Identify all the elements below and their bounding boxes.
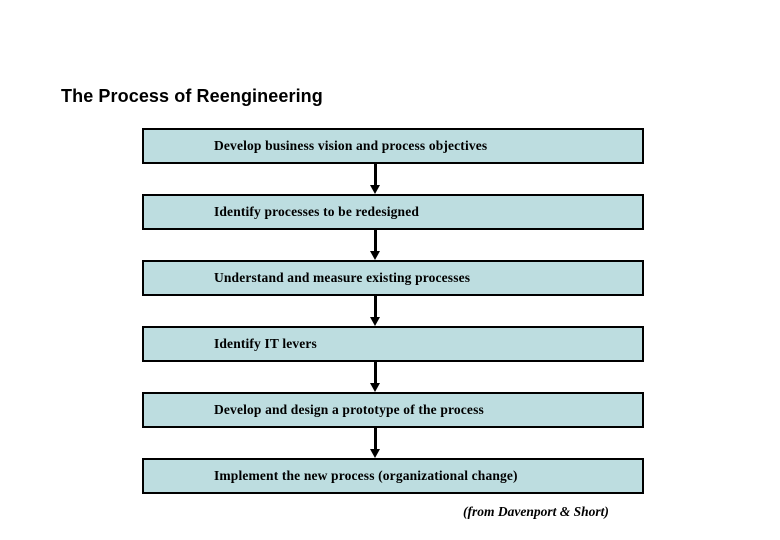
flow-connector-4-to-5 bbox=[370, 362, 381, 392]
down-arrow-icon-stem bbox=[374, 230, 377, 252]
source-attribution: (from Davenport & Short) bbox=[463, 504, 609, 519]
flow-connector-1-to-2 bbox=[370, 164, 381, 194]
flow-step-6-label: Implement the new process (organizationa… bbox=[214, 468, 518, 483]
down-arrow-icon-stem bbox=[374, 296, 377, 318]
flow-step-5: Develop and design a prototype of the pr… bbox=[142, 392, 644, 428]
page-title: The Process of Reengineering bbox=[61, 86, 323, 106]
flow-step-1-label: Develop business vision and process obje… bbox=[214, 138, 488, 153]
down-arrow-icon-stem bbox=[374, 428, 377, 450]
down-arrow-icon-stem bbox=[374, 164, 377, 186]
down-arrow-icon-head bbox=[370, 185, 380, 194]
flow-connector-2-to-3 bbox=[370, 230, 381, 260]
flow-step-3: Understand and measure existing processe… bbox=[142, 260, 644, 296]
flow-step-6: Implement the new process (organizationa… bbox=[142, 458, 644, 494]
reengineering-process-flowchart: Develop business vision and process obje… bbox=[142, 128, 644, 494]
down-arrow-icon-head bbox=[370, 449, 380, 458]
flow-connector-5-to-6 bbox=[370, 428, 381, 458]
down-arrow-icon-head bbox=[370, 317, 380, 326]
down-arrow-icon-head bbox=[370, 251, 380, 260]
flow-step-2: Identify processes to be redesigned bbox=[142, 194, 644, 230]
flow-step-2-label: Identify processes to be redesigned bbox=[214, 204, 419, 219]
flow-step-3-label: Understand and measure existing processe… bbox=[214, 270, 471, 285]
flow-step-4: Identify IT levers bbox=[142, 326, 644, 362]
flow-connector-3-to-4 bbox=[370, 296, 381, 326]
flow-step-5-label: Develop and design a prototype of the pr… bbox=[214, 402, 484, 417]
down-arrow-icon-head bbox=[370, 383, 380, 392]
down-arrow-icon-stem bbox=[374, 362, 377, 384]
flow-step-1: Develop business vision and process obje… bbox=[142, 128, 644, 164]
flow-step-4-label: Identify IT levers bbox=[214, 336, 317, 351]
